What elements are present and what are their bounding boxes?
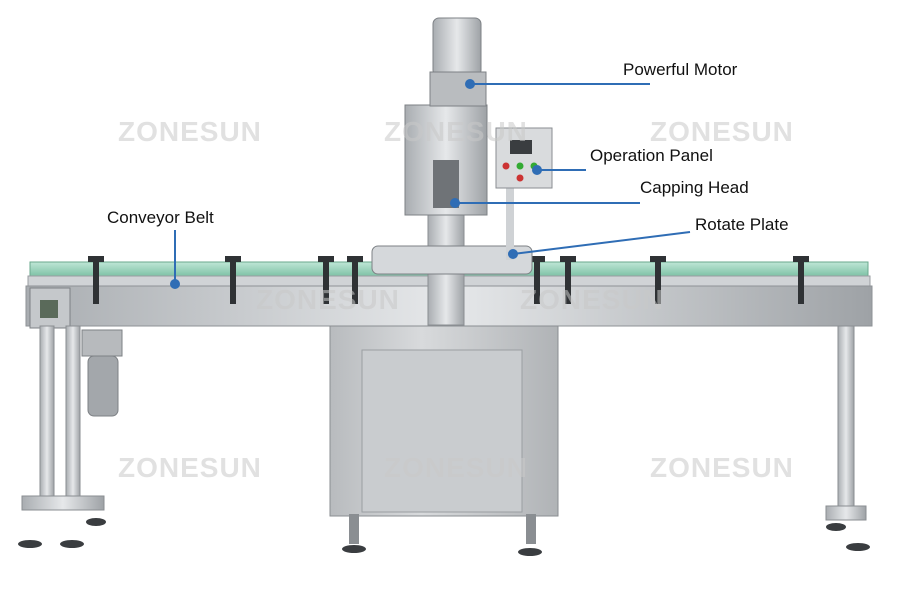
watermark: ZONESUN: [650, 116, 794, 147]
conveyor-drive: [29, 287, 123, 417]
main-cabinet: [329, 325, 559, 544]
callout-lines: [174, 83, 691, 283]
label-rotate-plate: Rotate Plate: [695, 215, 789, 234]
watermark: ZONESUN: [118, 116, 262, 147]
label-conveyor-belt: Conveyor Belt: [107, 208, 214, 227]
label-capping-head: Capping Head: [640, 178, 749, 197]
label-operation-panel: Operation Panel: [590, 146, 713, 165]
watermark: ZONESUN: [384, 116, 528, 147]
watermark: ZONESUN: [384, 452, 528, 483]
watermark: ZONESUN: [256, 284, 400, 315]
label-powerful-motor: Powerful Motor: [623, 60, 738, 79]
capping-column: [371, 104, 533, 326]
motor: [429, 17, 487, 107]
operation-panel: [495, 127, 553, 189]
watermark: ZONESUN: [118, 452, 262, 483]
support-legs: [21, 325, 867, 521]
guide-clamps: [88, 256, 809, 304]
feet: [18, 518, 870, 556]
watermark: ZONESUN: [520, 284, 664, 315]
watermark: ZONESUN: [650, 452, 794, 483]
callout-dots: [170, 79, 542, 289]
